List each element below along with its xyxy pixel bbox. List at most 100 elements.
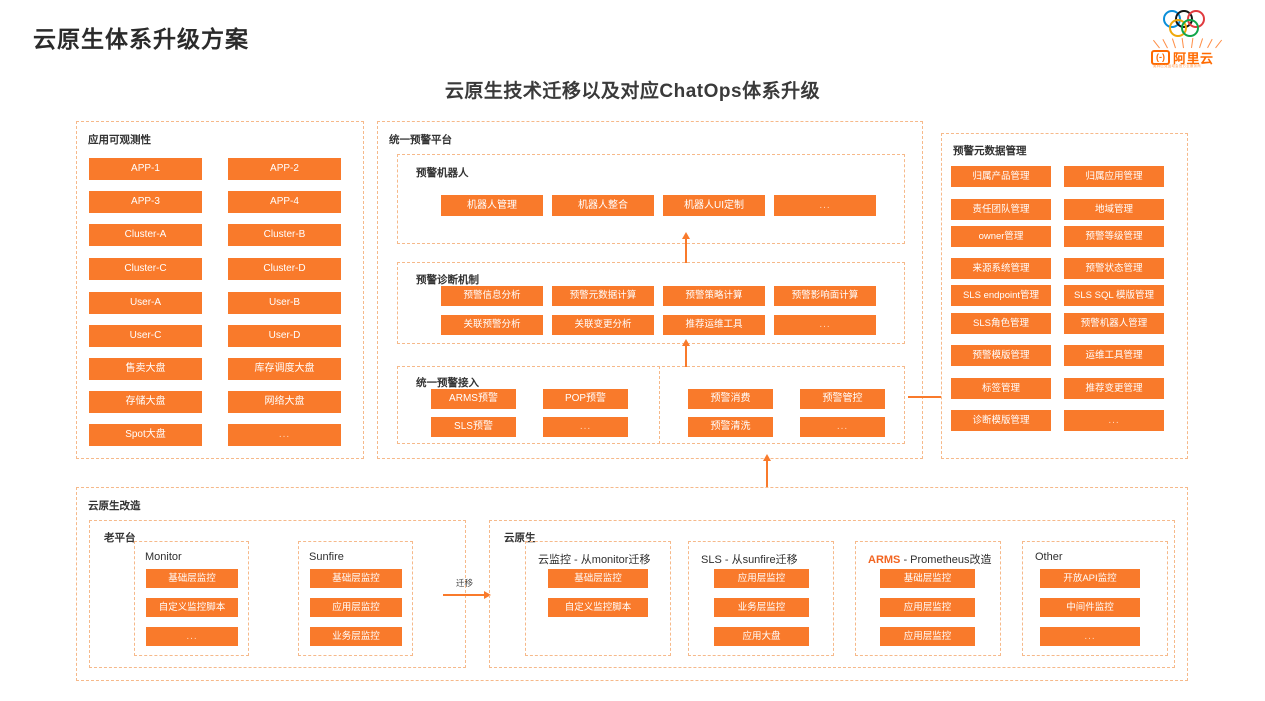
arrow-ingest-to-diagnosis	[682, 339, 690, 367]
chip-arms-app-2[interactable]: 应用层监控	[880, 627, 975, 646]
chip-network-board[interactable]: 网络大盘	[228, 391, 341, 413]
chip-region-manage[interactable]: 地域管理	[1064, 199, 1164, 220]
aliyun-brand-subtext: 奥林匹克运动会官方云服务商	[1153, 64, 1201, 68]
group-other-title: Other	[1035, 551, 1063, 563]
chip-ingest-left-more[interactable]: ...	[543, 417, 628, 437]
chip-sls-alert[interactable]: SLS预警	[431, 417, 516, 437]
chip-app-4[interactable]: APP-4	[228, 191, 341, 213]
chip-open-api-monitor[interactable]: 开放API监控	[1040, 569, 1140, 588]
chip-owner-manage[interactable]: owner管理	[951, 226, 1051, 247]
chip-alert-consume[interactable]: 预警消费	[688, 389, 773, 409]
chip-metadata-more[interactable]: ...	[1064, 410, 1164, 431]
chip-monitor-infra[interactable]: 基础层监控	[146, 569, 238, 588]
chip-app-1[interactable]: APP-1	[89, 158, 202, 180]
page-subtitle: 云原生技术迁移以及对应ChatOps体系升级	[444, 81, 821, 102]
chip-other-more[interactable]: ...	[1040, 627, 1140, 646]
logo-rays-icon	[1152, 36, 1225, 49]
chip-alert-robot-manage[interactable]: 预警机器人管理	[1064, 313, 1164, 334]
chip-arms-infra[interactable]: 基础层监控	[880, 569, 975, 588]
group-cloud-monitor: 云监控 - 从monitor迁移	[525, 541, 671, 656]
group-sunfire-title: Sunfire	[309, 551, 344, 563]
migrate-arrow-label: 迁移	[456, 578, 474, 588]
chip-alert-info-analysis[interactable]: 预警信息分析	[441, 286, 543, 306]
chip-team-manage[interactable]: 责任团队管理	[951, 199, 1051, 220]
chip-pop-alert[interactable]: POP预警	[543, 389, 628, 409]
chip-diagnosis-more[interactable]: ...	[774, 315, 876, 335]
chip-sls-sql-template-manage[interactable]: SLS SQL 模版管理	[1064, 285, 1164, 306]
chip-robot-ui-custom[interactable]: 机器人UI定制	[663, 195, 765, 216]
chip-robot-integrate[interactable]: 机器人整合	[552, 195, 654, 216]
chip-app-2[interactable]: APP-2	[228, 158, 341, 180]
chip-robot-more[interactable]: ...	[774, 195, 876, 216]
chip-cloudmonitor-custom-script[interactable]: 自定义监控脚本	[548, 598, 648, 617]
chip-cluster-b[interactable]: Cluster-B	[228, 224, 341, 246]
chip-app-3[interactable]: APP-3	[89, 191, 202, 213]
chip-sunfire-app[interactable]: 应用层监控	[310, 598, 402, 617]
chip-ops-tool-manage[interactable]: 运维工具管理	[1064, 345, 1164, 366]
arrow-ingest-to-metadata	[908, 393, 948, 401]
chip-sls-app-board[interactable]: 应用大盘	[714, 627, 809, 646]
chip-recommend-change-manage[interactable]: 推荐变更管理	[1064, 378, 1164, 399]
chip-user-c[interactable]: User-C	[89, 325, 202, 347]
group-sunfire: Sunfire	[298, 541, 413, 656]
chip-inventory-board[interactable]: 库存调度大盘	[228, 358, 341, 380]
chip-sales-board[interactable]: 售卖大盘	[89, 358, 202, 380]
chip-alert-level-manage[interactable]: 预警等级管理	[1064, 226, 1164, 247]
chip-product-owner-manage[interactable]: 归属产品管理	[951, 166, 1051, 187]
chip-observability-more[interactable]: ...	[228, 424, 341, 446]
chip-tag-manage[interactable]: 标签管理	[951, 378, 1051, 399]
group-arms-title-highlight: ARMS	[868, 554, 901, 566]
alibaba-cloud-wordmark: (-) 阿里云	[1151, 48, 1214, 67]
chip-storage-board[interactable]: 存储大盘	[89, 391, 202, 413]
chip-alert-cleanse[interactable]: 预警清洗	[688, 417, 773, 437]
chip-alert-template-manage[interactable]: 预警模版管理	[951, 345, 1051, 366]
group-alert-diagnosis: 预警诊断机制	[397, 262, 905, 344]
chip-alert-policy-compute[interactable]: 预警策略计算	[663, 286, 765, 306]
chip-middleware-monitor[interactable]: 中间件监控	[1040, 598, 1140, 617]
group-alert-ingest-divider	[659, 366, 660, 444]
chip-alert-control[interactable]: 预警管控	[800, 389, 885, 409]
chip-cloudmonitor-infra[interactable]: 基础层监控	[548, 569, 648, 588]
chip-sunfire-business[interactable]: 业务层监控	[310, 627, 402, 646]
chip-cluster-d[interactable]: Cluster-D	[228, 258, 341, 280]
chip-user-d[interactable]: User-D	[228, 325, 341, 347]
chip-monitor-more[interactable]: ...	[146, 627, 238, 646]
chip-sls-business[interactable]: 业务层监控	[714, 598, 809, 617]
chip-spot-board[interactable]: Spot大盘	[89, 424, 202, 446]
chip-robot-manage[interactable]: 机器人管理	[441, 195, 543, 216]
chip-recommend-ops-tool[interactable]: 推荐运维工具	[663, 315, 765, 335]
group-other: Other	[1022, 541, 1168, 656]
page-title: 云原生体系升级方案	[33, 26, 249, 52]
chip-monitor-custom-script[interactable]: 自定义监控脚本	[146, 598, 238, 617]
aliyun-mark-icon: (-)	[1151, 50, 1170, 65]
chip-cluster-a[interactable]: Cluster-A	[89, 224, 202, 246]
chip-related-change-analysis[interactable]: 关联变更分析	[552, 315, 654, 335]
group-sls-title: SLS - 从sunfire迁移	[701, 554, 798, 566]
chip-user-a[interactable]: User-A	[89, 292, 202, 314]
group-alert-robot: 预警机器人	[397, 154, 905, 244]
chip-arms-alert[interactable]: ARMS预警	[431, 389, 516, 409]
chip-alert-impact-compute[interactable]: 预警影响面计算	[774, 286, 876, 306]
chip-diagnosis-template-manage[interactable]: 诊断模版管理	[951, 410, 1051, 431]
group-legacy-platform-title: 老平台	[104, 532, 136, 544]
group-arms-title: ARMS - Prometheus改造	[868, 551, 991, 567]
chip-sls-app[interactable]: 应用层监控	[714, 569, 809, 588]
chip-sls-role-manage[interactable]: SLS角色管理	[951, 313, 1051, 334]
chip-source-system-manage[interactable]: 来源系统管理	[951, 258, 1051, 279]
chip-ingest-right-more[interactable]: ...	[800, 417, 885, 437]
chip-arms-app[interactable]: 应用层监控	[880, 598, 975, 617]
chip-app-owner-manage[interactable]: 归属应用管理	[1064, 166, 1164, 187]
group-alert-ingest: 统一预警接入	[397, 366, 905, 444]
chip-sunfire-infra[interactable]: 基础层监控	[310, 569, 402, 588]
chip-cluster-c[interactable]: Cluster-C	[89, 258, 202, 280]
panel-observability-title: 应用可观测性	[88, 134, 151, 146]
arrow-diagnosis-to-robot	[682, 232, 690, 263]
chip-alert-status-manage[interactable]: 预警状态管理	[1064, 258, 1164, 279]
chip-related-alert-analysis[interactable]: 关联预警分析	[441, 315, 543, 335]
aliyun-brand-text: 阿里云	[1173, 51, 1214, 66]
arrow-migrate	[443, 591, 491, 599]
group-alert-ingest-title: 统一预警接入	[416, 377, 479, 389]
chip-user-b[interactable]: User-B	[228, 292, 341, 314]
chip-sls-endpoint-manage[interactable]: SLS endpoint管理	[951, 285, 1051, 306]
chip-alert-meta-compute[interactable]: 预警元数据计算	[552, 286, 654, 306]
